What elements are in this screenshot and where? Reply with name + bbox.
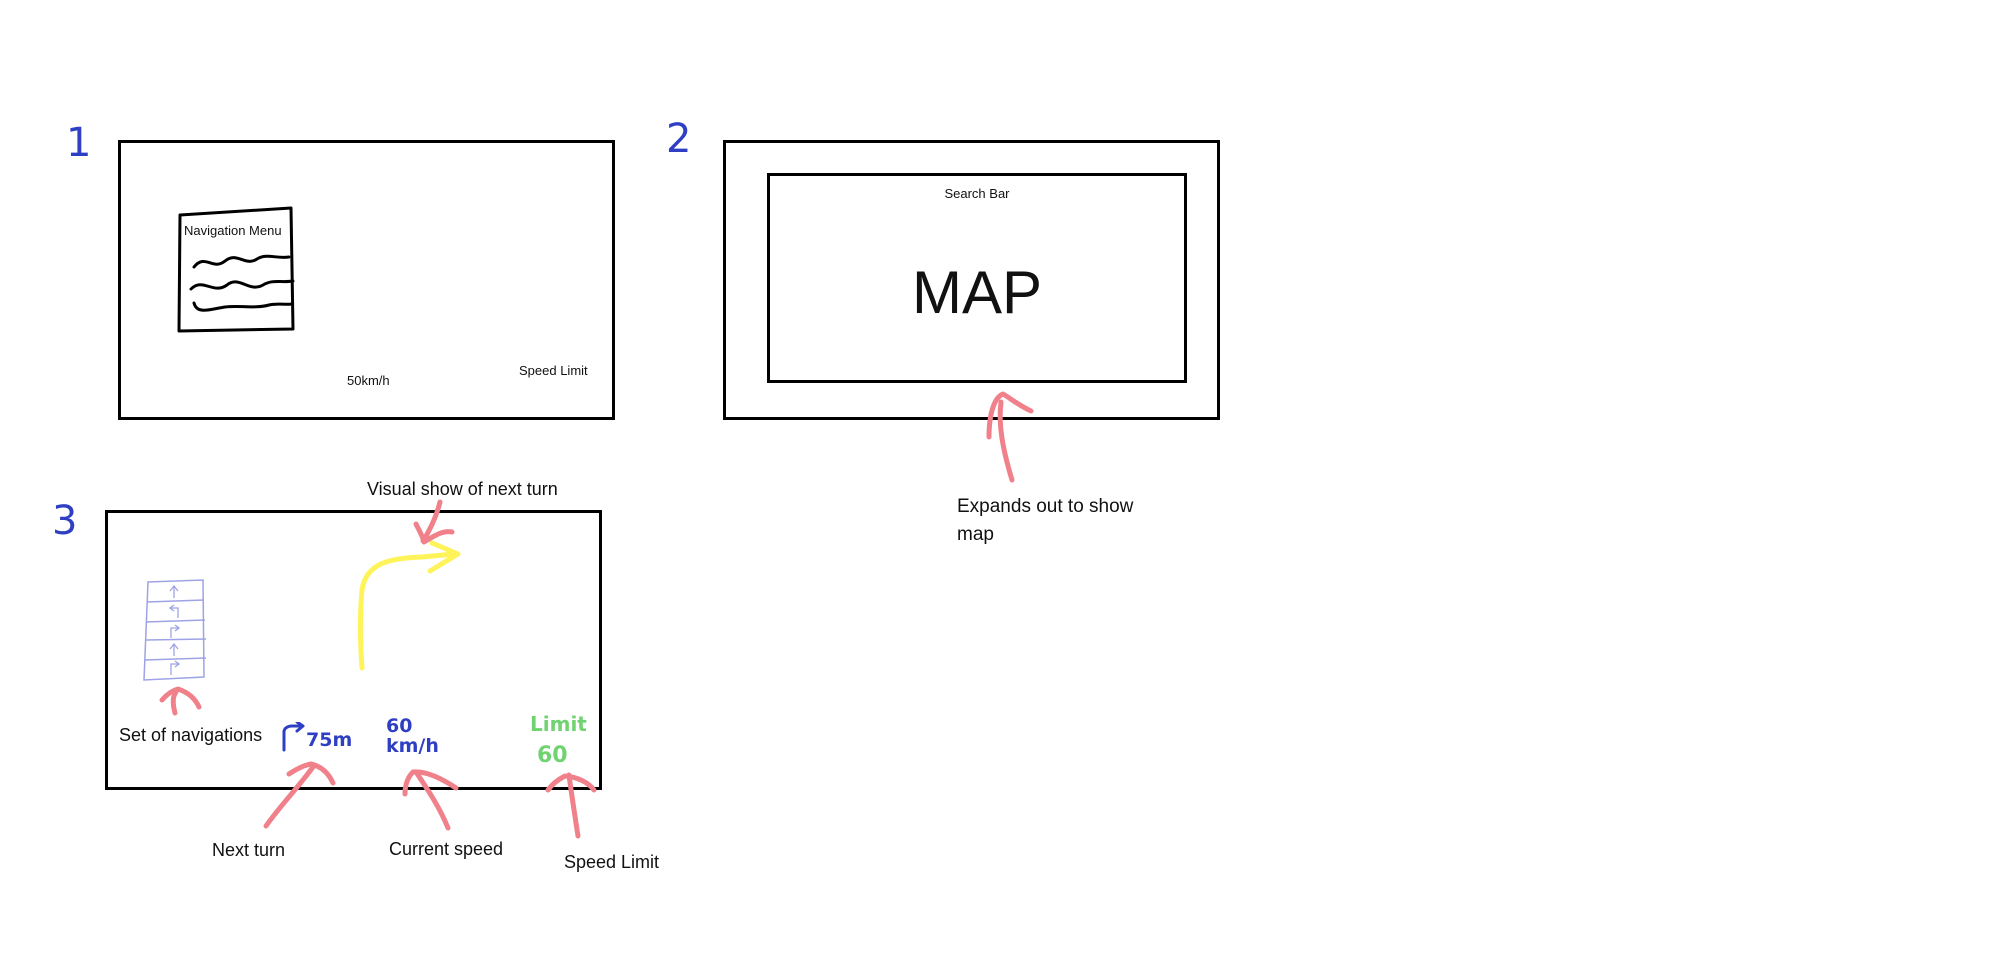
expand-annotation: Expands out to show map [957, 496, 1134, 545]
next-turn-right-icon [282, 722, 305, 752]
next-turn-annotation: Next turn [212, 840, 286, 860]
next-turn-distance: 75m [306, 729, 353, 751]
map-panel[interactable]: Search Bar MAP [767, 173, 1187, 383]
speed-limit-value: 60 [537, 743, 568, 768]
navigation-menu-panel[interactable]: Navigation Menu [177, 205, 295, 333]
current-speed-arrow [402, 769, 459, 831]
sketch-1-number: 1 [66, 120, 92, 166]
sketch-3-number: 3 [52, 498, 78, 544]
next-turn-visual-arrow [358, 540, 461, 671]
map-label: MAP [911, 259, 1043, 326]
visual-turn-annotation: Visual show of next turn [367, 479, 558, 499]
search-bar[interactable]: Search Bar [944, 186, 1010, 201]
navigation-menu-outline [177, 206, 295, 333]
current-speed-value: 60 [386, 715, 413, 737]
speed-limit-arrow [545, 772, 597, 839]
sketch-1-frame [118, 140, 615, 420]
navigation-menu-title: Navigation Menu [184, 223, 282, 238]
navigation-set-arrow [159, 686, 202, 716]
speed-limit-annotation: Speed Limit [564, 852, 660, 872]
sketch-1-speed-limit-label: Speed Limit [519, 363, 588, 378]
speed-limit-word: Limit [530, 712, 587, 736]
sketch-1-speed-value: 50km/h [347, 373, 390, 388]
sketch-3-frame [105, 510, 602, 790]
current-speed-unit: km/h [386, 735, 439, 757]
sketch-2-number: 2 [666, 116, 692, 162]
navigation-list-sketch [143, 579, 207, 681]
map-expand-arrow [986, 391, 1034, 483]
current-speed-annotation: Current speed [389, 839, 504, 859]
next-turn-arrow [263, 761, 336, 829]
navigation-set-label: Set of navigations [119, 725, 263, 745]
visual-turn-arrow [413, 499, 455, 545]
menu-scribble-lines [189, 254, 295, 312]
